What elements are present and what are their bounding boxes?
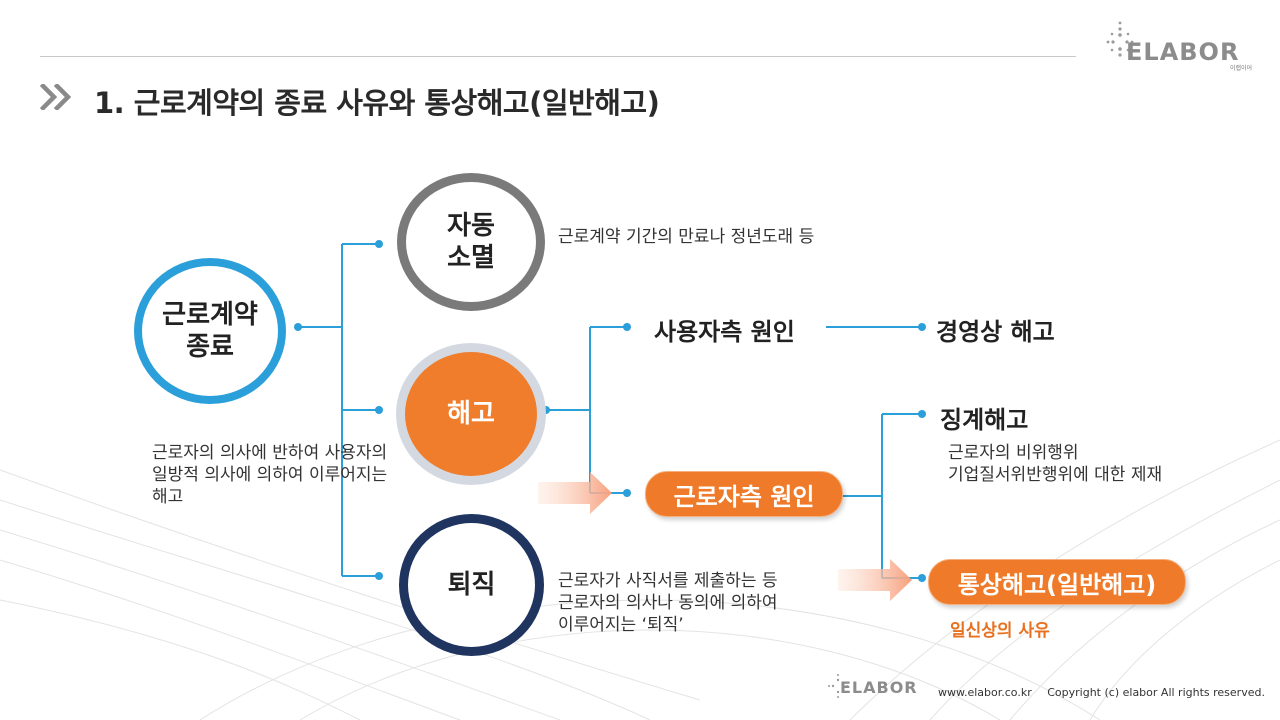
label-normal-dismissal: 통상해고(일반해고) bbox=[928, 559, 1186, 605]
node-automatic-expiry: 자동 소멸 bbox=[397, 173, 545, 311]
label-worker-cause: 근로자측 원인 bbox=[645, 471, 843, 517]
connector-dots bbox=[294, 240, 926, 582]
node-dismissal: 해고 bbox=[396, 343, 546, 485]
auto-expiry-description: 근로계약 기간의 만료나 정년도래 등 bbox=[558, 227, 815, 247]
arrow-to-worker-cause bbox=[538, 472, 612, 514]
page-title: 1. 근로계약의 종료 사유와 통상해고(일반해고) bbox=[94, 86, 660, 120]
header-divider bbox=[40, 56, 1076, 57]
footer-copyright: Copyright (c) elabor All rights reserved… bbox=[1047, 686, 1265, 699]
label-managerial-dismissal: 경영상 해고 bbox=[936, 318, 1055, 346]
normal-dismissal-description: 일신상의 사유 bbox=[950, 621, 1050, 641]
logo-spark-icon bbox=[1106, 21, 1134, 57]
logo-text: ELABOR bbox=[1126, 38, 1240, 66]
logo-subtext: 이랩이어 bbox=[1230, 65, 1253, 72]
dismissal-description: 근로자의 의사에 반하여 사용자의 일방적 의사에 의하여 이루어지는 해고 bbox=[152, 443, 388, 508]
connector-lines bbox=[298, 243, 922, 579]
resignation-description: 근로자가 사직서를 제출하는 등 근로자의 의사나 동의에 의하여 이루어지는 … bbox=[558, 571, 778, 636]
elabor-logo: ELABOR 이랩이어 bbox=[1100, 18, 1260, 76]
footer-text: www.elabor.co.kr Copyright (c) elabor Al… bbox=[938, 686, 1277, 699]
label-employer-cause: 사용자측 원인 bbox=[654, 318, 795, 346]
footer-logo-spark-icon bbox=[828, 674, 848, 698]
double-chevron-icon bbox=[40, 84, 72, 110]
footer-logo: ELABOR bbox=[824, 672, 917, 706]
footer-logo-text: ELABOR bbox=[840, 678, 918, 697]
label-disciplinary-dismissal: 징계해고 bbox=[940, 406, 1029, 434]
footer-url[interactable]: www.elabor.co.kr bbox=[938, 686, 1032, 699]
node-resignation: 퇴직 bbox=[399, 514, 544, 656]
arrow-to-normal-dismissal bbox=[838, 559, 912, 601]
node-contract-termination: 근로계약 종료 bbox=[134, 258, 286, 404]
disciplinary-description: 근로자의 비위행위 기업질서위반행위에 대한 제재 bbox=[948, 443, 1163, 486]
